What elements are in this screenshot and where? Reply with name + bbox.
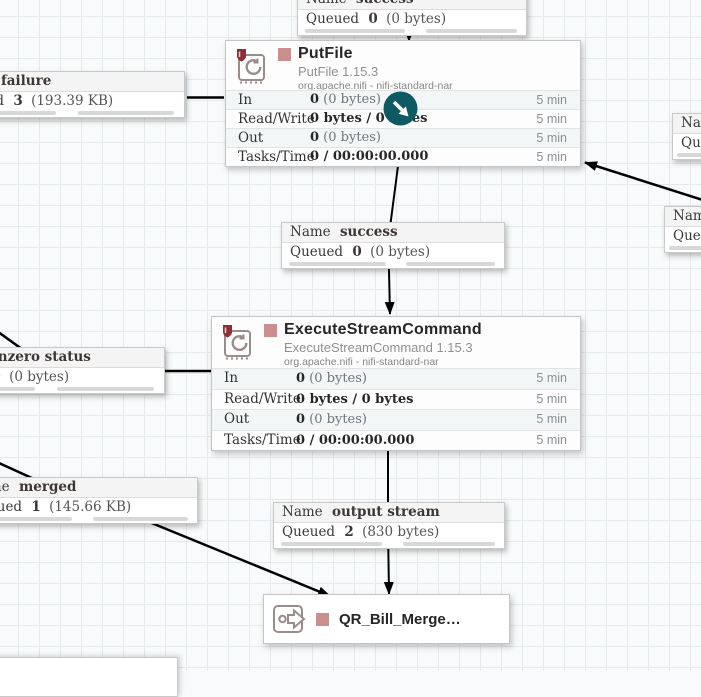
connection-label-nonzero-status[interactable]: Name nonzero status Queued 0 (0 bytes) [0,347,165,394]
processor-icon [223,325,251,360]
queue-progress-bars [0,111,184,117]
processor-bundle: org.apache.nifi - nifi-standard-nar [284,356,439,368]
stat-row-out: Out 0 (0 bytes) 5 min [226,128,580,147]
stopped-indicator [316,612,329,626]
connection-label-success-top[interactable]: Name success Queued 0 (0 bytes) [297,0,527,36]
queue-progress-bars [298,29,526,35]
stopped-indicator [264,324,277,337]
queue-progress-bars [274,542,504,548]
connection-label-right-lower[interactable]: Name Queued [664,206,701,253]
queued-size: (0 bytes) [9,369,70,385]
processor-type-version: ExecuteStreamCommand 1.15.3 [284,340,473,355]
partial-component[interactable] [0,657,178,697]
queued-count: 0 [352,244,362,260]
queued-size: (0 bytes) [386,11,447,27]
queued-count: 0 [0,369,1,385]
queue-progress-bars [673,153,701,159]
connection-line-into-putfile[interactable] [584,161,701,202]
queued-size: (193.39 KB) [31,93,114,109]
processor-title: PutFile [298,45,353,62]
name-label: Name [306,0,347,7]
connection-label-right-upper[interactable]: Name Queued [672,113,701,160]
queued-count: 2 [344,524,354,540]
output-port-qr-bill-merge[interactable]: QR_Bill_Merge… [263,594,510,644]
stat-row-in: In 0 (0 bytes) 5 min [212,368,580,389]
output-port-title: QR_Bill_Merge… [339,610,461,628]
queue-progress-bars [0,517,197,523]
queued-count: 0 [368,11,378,27]
connection-label-failure[interactable]: Name failure Queued 3 (193.39 KB) [0,71,185,118]
queued-count: 1 [31,499,41,515]
name-value: success [339,224,398,240]
output-port-icon [273,605,306,633]
queued-size: (0 bytes) [370,244,431,260]
stat-row-tasks: Tasks/Time 0 / 00:00:00.000 5 min [226,147,580,166]
queued-size: (830 bytes) [362,524,440,540]
connect-cursor-icon [383,91,418,126]
name-label: Name [290,224,331,240]
connection-label-success-mid[interactable]: Name success Queued 0 (0 bytes) [281,222,505,269]
queue-progress-bars [282,262,504,268]
queued-label: Queued [681,135,701,151]
name-label: Name [282,504,323,520]
queued-label: Queued [290,244,344,260]
name-value: nonzero status [0,349,91,365]
queued-label: Queued [0,499,23,515]
processor-bundle: org.apache.nifi - nifi-standard-nar [298,80,453,92]
stopped-indicator [278,48,291,61]
queued-label: Queued [0,93,4,109]
queue-progress-bars [0,387,164,393]
name-value: success [356,0,414,7]
connection-label-merged[interactable]: Name merged Queued 1 (145.66 KB) [0,477,198,524]
stat-row-tasks: Tasks/Time 0 / 00:00:00.000 5 min [212,429,580,450]
stat-row-out: Out 0 (0 bytes) 5 min [212,409,580,430]
name-value: output stream [331,504,440,520]
name-label: Name [673,208,701,224]
processor-icon [237,49,265,84]
queued-label: Queued [673,228,701,244]
name-value: failure [0,73,52,89]
processor-type-version: PutFile 1.15.3 [298,64,379,79]
queued-label: Queued [282,524,336,540]
queued-count: 3 [13,93,23,109]
queued-label: Queued [306,11,360,27]
name-label: Name [681,115,701,131]
name-label: Name [0,479,10,495]
processor-title: ExecuteStreamCommand [284,321,482,338]
queue-progress-bars [665,246,701,252]
processor-executestreamcommand[interactable]: ExecuteStreamCommand ExecuteStreamComman… [211,316,581,451]
connection-label-output-stream[interactable]: Name output stream Queued 2 (830 bytes) [273,502,505,549]
stat-row-readwrite: Read/Write 0 bytes / 0 bytes 5 min [212,388,580,409]
name-value: merged [18,479,77,495]
queued-size: (145.66 KB) [49,499,132,515]
